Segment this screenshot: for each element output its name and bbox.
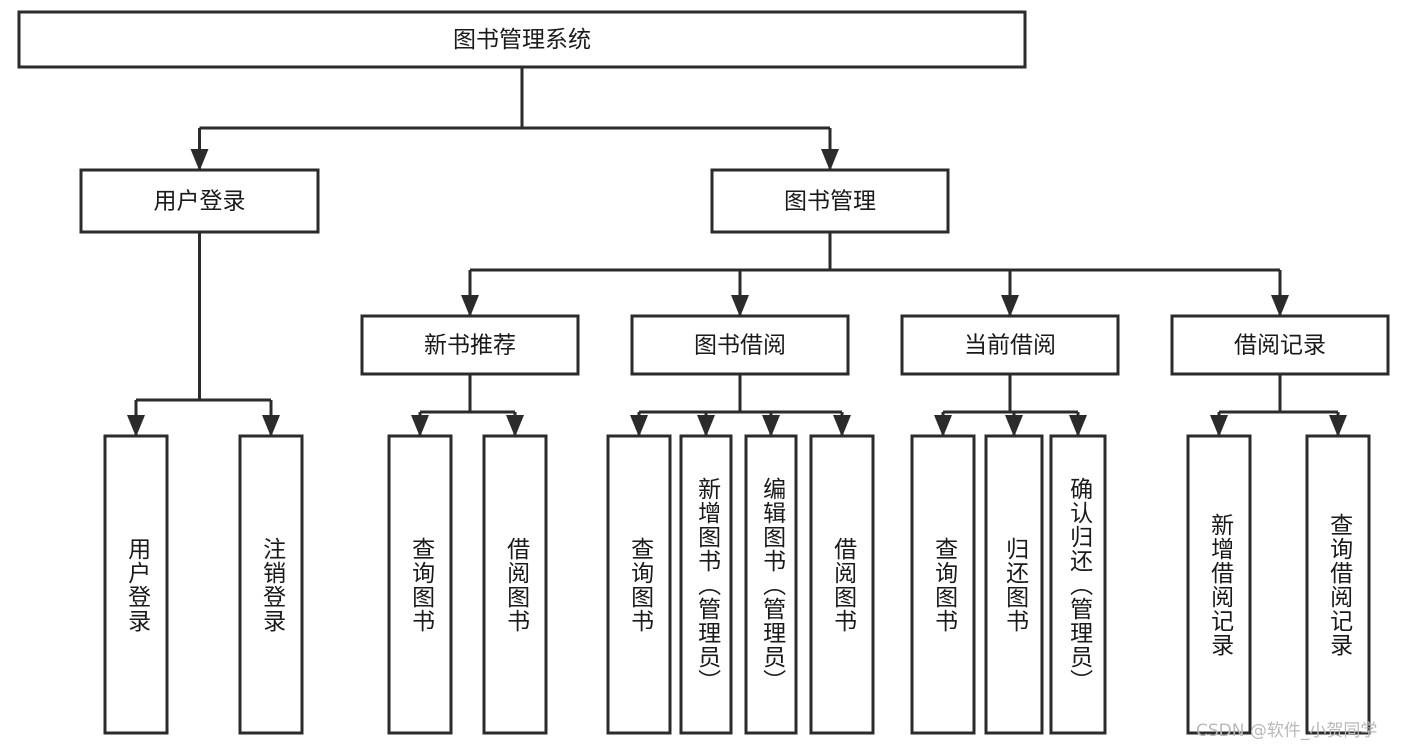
to-borrow-record-arrow (1271, 295, 1289, 317)
node-box-leaf-query-record[interactable] (1305, 434, 1371, 735)
node-box-leaf-query-book-2[interactable] (606, 434, 672, 735)
node-book-manage[interactable]: 图书管理 (710, 168, 950, 234)
csdn-watermark: CSDN @软件_小贺同学 (1196, 721, 1378, 741)
node-box-leaf-edit-book[interactable] (744, 434, 798, 735)
to-leaf-query-record-arrow (1329, 415, 1347, 437)
to-leaf-query-book-1-arrow (411, 415, 429, 437)
node-label-user-login: 用户登录 (154, 189, 246, 215)
node-leaf-add-book[interactable] (679, 434, 733, 735)
node-box-leaf-borrow-book-2[interactable] (809, 434, 875, 735)
to-leaf-user-login-arrow (127, 415, 145, 437)
to-leaf-query-book-2-arrow (630, 415, 648, 437)
node-leaf-user-login[interactable] (103, 434, 169, 735)
node-leaf-edit-book[interactable] (744, 434, 798, 735)
node-box-book-manage[interactable] (710, 168, 950, 234)
to-book-borrow-arrow (731, 295, 749, 317)
to-new-book-recommend-arrow (461, 295, 479, 317)
node-leaf-query-book-1[interactable] (387, 434, 453, 735)
node-leaf-add-record[interactable] (1186, 434, 1252, 735)
node-leaf-confirm-return[interactable] (1049, 434, 1107, 735)
node-box-new-book-recommend[interactable] (360, 314, 580, 376)
node-leaf-query-book-2[interactable] (606, 434, 672, 735)
node-box-leaf-logout[interactable] (238, 434, 304, 735)
node-box-leaf-query-book-1[interactable] (387, 434, 453, 735)
node-box-leaf-add-record[interactable] (1186, 434, 1252, 735)
node-box-current-borrow[interactable] (900, 314, 1120, 376)
node-new-book-recommend[interactable]: 新书推荐 (360, 314, 580, 376)
node-current-borrow[interactable]: 当前借阅 (900, 314, 1120, 376)
node-leaf-logout[interactable] (238, 434, 304, 735)
node-user-login[interactable]: 用户登录 (79, 168, 320, 234)
to-leaf-logout-arrow (262, 415, 280, 437)
to-current-borrow-arrow (1001, 295, 1019, 317)
to-leaf-add-book-arrow (697, 415, 715, 437)
to-leaf-borrow-book-1-arrow (506, 415, 524, 437)
node-box-leaf-add-book[interactable] (679, 434, 733, 735)
node-box-user-login[interactable] (79, 168, 320, 234)
node-label-book-manage: 图书管理 (784, 189, 876, 215)
to-leaf-edit-book-arrow (762, 415, 780, 437)
node-box-leaf-query-book-3[interactable] (910, 434, 976, 735)
node-leaf-query-book-3[interactable] (910, 434, 976, 735)
node-box-borrow-record[interactable] (1170, 314, 1390, 376)
node-label-current-borrow: 当前借阅 (964, 333, 1056, 359)
node-box-leaf-confirm-return[interactable] (1049, 434, 1107, 735)
node-label-root: 图书管理系统 (453, 27, 591, 53)
to-leaf-confirm-return-arrow (1069, 415, 1087, 437)
connector-layer (127, 67, 1347, 437)
node-label-new-book-recommend: 新书推荐 (424, 333, 516, 359)
to-leaf-add-record-arrow (1210, 415, 1228, 437)
node-box-root[interactable] (17, 10, 1027, 69)
to-user-login-arrow (190, 149, 209, 171)
node-box-leaf-return-book[interactable] (984, 434, 1044, 735)
node-box-leaf-borrow-book-1[interactable] (482, 434, 548, 735)
node-box-book-borrow[interactable] (630, 314, 850, 376)
node-borrow-record[interactable]: 借阅记录 (1170, 314, 1390, 376)
to-leaf-query-book-3-arrow (934, 415, 952, 437)
node-leaf-borrow-book-1[interactable] (482, 434, 548, 735)
node-leaf-query-record[interactable] (1305, 434, 1371, 735)
node-box-leaf-user-login[interactable] (103, 434, 169, 735)
to-book-manage-arrow (821, 149, 839, 171)
node-label-borrow-record: 借阅记录 (1234, 333, 1326, 359)
node-leaf-borrow-book-2[interactable] (809, 434, 875, 735)
node-book-borrow[interactable]: 图书借阅 (630, 314, 850, 376)
to-leaf-borrow-book-2-arrow (833, 415, 851, 437)
node-leaf-return-book[interactable] (984, 434, 1044, 735)
node-label-book-borrow: 图书借阅 (694, 333, 786, 359)
node-root[interactable]: 图书管理系统 (17, 10, 1027, 69)
to-leaf-return-book-arrow (1005, 415, 1023, 437)
